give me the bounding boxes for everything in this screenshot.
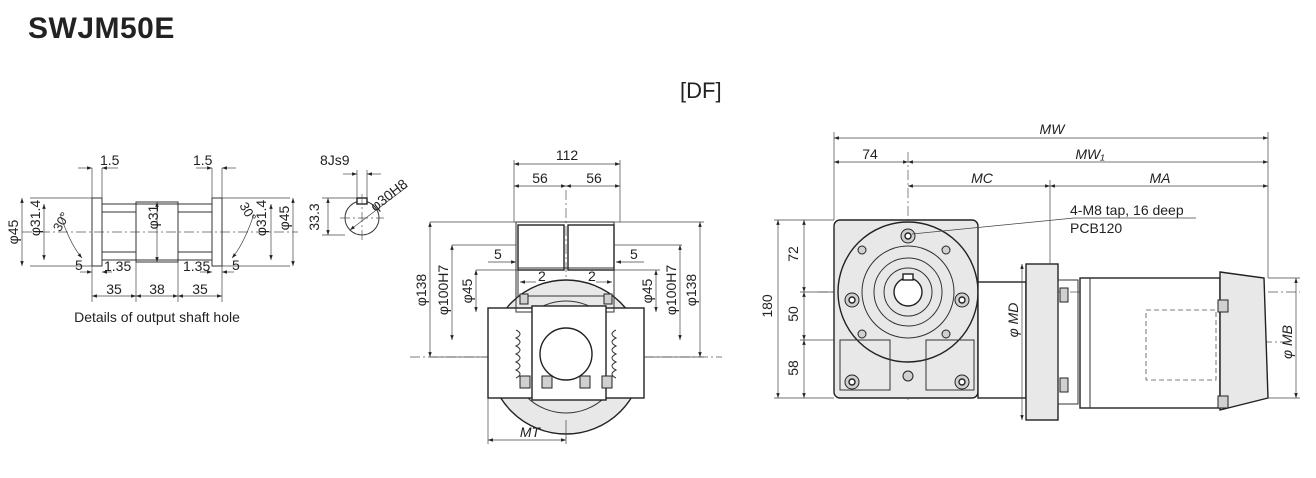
mw1-label: MW₁	[1075, 146, 1105, 162]
mb-label: φ MB	[1279, 325, 1295, 359]
mt-label: MT	[520, 424, 542, 440]
half-left-label: 56	[532, 170, 548, 186]
height-mid-label: 50	[785, 306, 801, 322]
dia-45-left-label: φ45	[459, 278, 475, 303]
tap-note-line2: PCB120	[1070, 220, 1122, 236]
dia-inner-left-label: φ31.4	[27, 200, 43, 237]
keyway-detail: 8Js9 33.3 φ30H8	[306, 152, 411, 240]
shaft-detail-caption: Details of output shaft hole	[74, 309, 240, 325]
tap-note-line1: 4-M8 tap, 16 deep	[1070, 202, 1184, 218]
md-label: φ MD	[1005, 303, 1021, 338]
len-left-label: 35	[106, 281, 122, 297]
dia-outer-left-label: φ45	[5, 219, 21, 244]
step-right-label: 1.35	[183, 258, 210, 274]
offset-right-label: 5	[630, 246, 638, 262]
height-top-label: 72	[785, 246, 801, 262]
step-left-label: 2	[538, 268, 546, 284]
keyway-width-label: 8Js9	[320, 152, 350, 168]
dia-outer-right-label: φ45	[276, 205, 292, 230]
shaft-hole-detail: 1.5 1.5 φ45 φ31.4 φ31.4 φ45 φ31 30° 30° …	[5, 152, 298, 325]
keyway-bore-label: φ30H8	[367, 175, 411, 214]
keyway-depth-label: 33.3	[306, 203, 322, 230]
chamfer-left-label: 5	[75, 257, 83, 273]
dia-inner-right-label: φ31.4	[253, 200, 269, 237]
step-right-label: 2	[588, 268, 596, 284]
dim-74-label: 74	[862, 146, 878, 162]
len-right-label: 35	[192, 281, 208, 297]
front-view: 112 56 56 φ138 φ100H7 φ45 φ138 φ100H7 φ4…	[410, 147, 722, 444]
step-left-label: 1.35	[104, 258, 131, 274]
dia-center-label: φ31	[145, 204, 161, 229]
height-bottom-label: 58	[785, 360, 801, 376]
dia-45-right-label: φ45	[639, 278, 655, 303]
mounting-code: [DF]	[680, 78, 722, 103]
dia-100-right-label: φ100H7	[663, 265, 679, 316]
mc-label: MC	[971, 170, 994, 186]
overall-width-label: 112	[556, 147, 579, 163]
height-total-label: 180	[759, 294, 775, 318]
mw-label: MW	[1040, 121, 1067, 137]
dia-138-left-label: φ138	[413, 274, 429, 307]
len-center-label: 38	[149, 281, 165, 297]
gap-left-label: 1.5	[100, 152, 120, 168]
model-title: SWJM50E	[28, 12, 175, 45]
side-view: MW 74 MW₁ MC MA 4-M8 tap, 16 deep PCB120…	[759, 121, 1300, 421]
angle-left-label: 30°	[50, 209, 73, 234]
ma-label: MA	[1150, 170, 1171, 186]
half-right-label: 56	[586, 170, 602, 186]
gap-right-label: 1.5	[193, 152, 213, 168]
dia-100-left-label: φ100H7	[435, 265, 451, 316]
chamfer-right-label: 5	[232, 257, 240, 273]
dia-138-right-label: φ138	[683, 274, 699, 307]
offset-left-label: 5	[494, 246, 502, 262]
